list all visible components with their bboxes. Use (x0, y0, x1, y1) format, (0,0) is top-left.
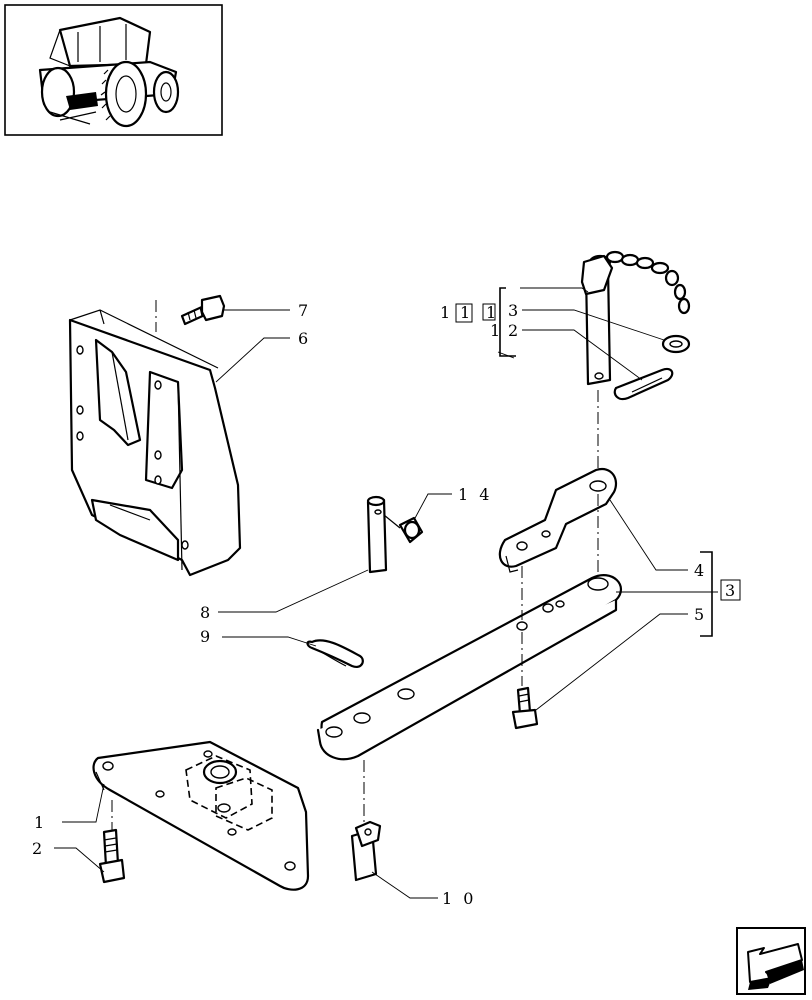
clip-part-14 (383, 514, 424, 544)
callout-kit-sub: 1 (486, 303, 499, 322)
drawbar-bracket-part (68, 309, 242, 577)
callout-5: 5 (694, 605, 707, 624)
pin-part-10 (350, 820, 382, 882)
callout-arm-boxed: 3 (725, 581, 738, 600)
callout-8: 8 (200, 603, 213, 622)
pin-part-8 (366, 495, 388, 574)
callout-4: 4 (694, 561, 707, 580)
callout-10: 1 0 (442, 889, 476, 908)
swing-bracket-part-4 (498, 467, 618, 573)
callout-14: 1 4 (458, 485, 492, 504)
callout-2: 2 (32, 839, 45, 858)
callout-9: 9 (200, 627, 213, 646)
callout-pin-12-a: 1 (490, 321, 503, 340)
callout-pin-13: 3 (508, 301, 521, 320)
callout-6: 6 (298, 329, 311, 348)
linch-pin-part-12 (613, 367, 674, 401)
bolt-part-2 (98, 828, 126, 884)
previous-page-arrow-icon[interactable] (736, 927, 806, 995)
washer-part-13 (661, 334, 691, 354)
bolt-part-7 (180, 294, 226, 326)
mounting-plate-part-1 (92, 740, 310, 891)
tractor-thumbnail-icon[interactable] (4, 4, 223, 136)
drawbar-part-5 (316, 574, 623, 761)
callout-kit-boxed: 1 (460, 303, 473, 322)
callout-kit-prefix: 1 (440, 303, 453, 322)
bolt-part-5 (511, 686, 539, 730)
callout-1: 1 (34, 813, 47, 832)
callout-7: 7 (298, 301, 311, 320)
spring-clip-part-9 (306, 639, 364, 668)
callout-pin-12-b: 2 (508, 321, 521, 340)
pin-with-chain-part (580, 250, 691, 386)
